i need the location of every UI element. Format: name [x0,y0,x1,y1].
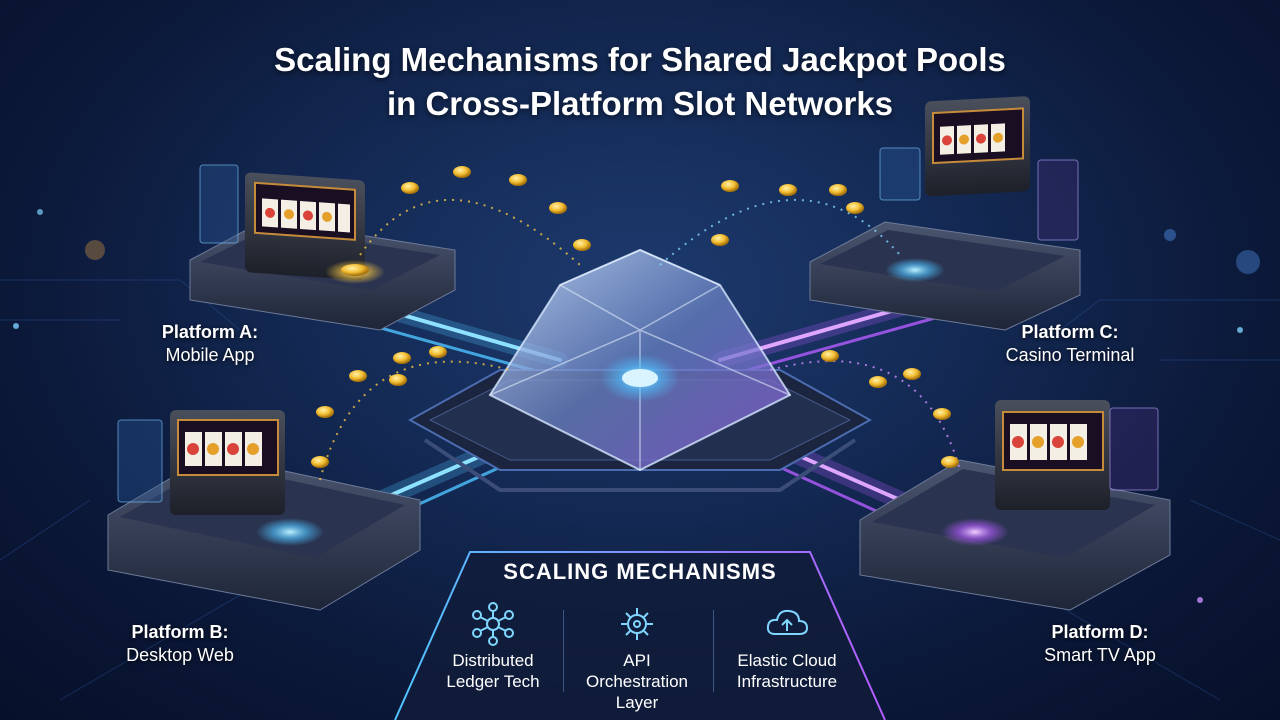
platform-a-label: Platform A: Mobile App [120,321,300,367]
gear-chip-icon [621,608,653,640]
network-nodes-icon [472,602,514,646]
mechanism-3-line-1: Elastic Cloud [737,651,837,670]
platform-c-label: Platform C: Casino Terminal [975,321,1165,367]
platform-d-label: Platform D: Smart TV App [1010,621,1190,667]
platform-c-station [809,96,1081,331]
platform-b-type: Desktop Web [126,645,234,665]
coin-arc-a [359,199,581,266]
mechanisms-panel-frame [394,551,886,720]
mechanism-divider [713,610,714,692]
mechanism-divider [563,610,564,692]
mechanism-elastic-cloud: Elastic Cloud Infrastructure [717,600,857,692]
platform-a-station [189,164,456,331]
platform-a-name: Platform A: [161,322,259,342]
mechanism-distributed-ledger: Distributed Ledger Tech [423,600,563,692]
title-line-1: Scaling Mechanisms for Shared Jackpot Po… [274,41,1006,78]
mechanism-2-line-3: Layer [615,693,659,712]
platform-a-type: Mobile App [165,345,255,365]
platform-c-type: Casino Terminal [1005,345,1135,365]
mechanism-1-line-1: Distributed [452,651,534,670]
circuit-lines [0,279,1280,701]
gold-coins [311,166,959,468]
cloud-icon [766,609,809,635]
platform-d-type: Smart TV App [1044,645,1156,665]
platform-b-station [107,410,421,611]
central-hub [407,248,873,492]
mechanism-1-line-2: Ledger Tech [446,672,540,691]
platform-b-label: Platform B: Desktop Web [90,621,270,667]
mechanism-api-orchestration: API Orchestration Layer [567,600,707,713]
platform-d-station [859,400,1171,611]
bokeh-dots [13,209,1260,603]
page-title: Scaling Mechanisms for Shared Jackpot Po… [140,38,1140,126]
scaling-mechanisms-panel: SCALING MECHANISMS Distributed Ledger Te… [395,550,885,720]
mechanism-3-line-2: Infrastructure [736,672,838,691]
platform-d-name: Platform D: [1051,622,1149,642]
mechanisms-heading: SCALING MECHANISMS [503,559,777,584]
platform-b-name: Platform B: [131,622,229,642]
mechanism-2-line-1: API [623,651,651,670]
mechanism-2-line-2: Orchestration [585,672,689,691]
title-line-2: in Cross-Platform Slot Networks [386,85,894,122]
platform-c-name: Platform C: [1021,322,1119,342]
